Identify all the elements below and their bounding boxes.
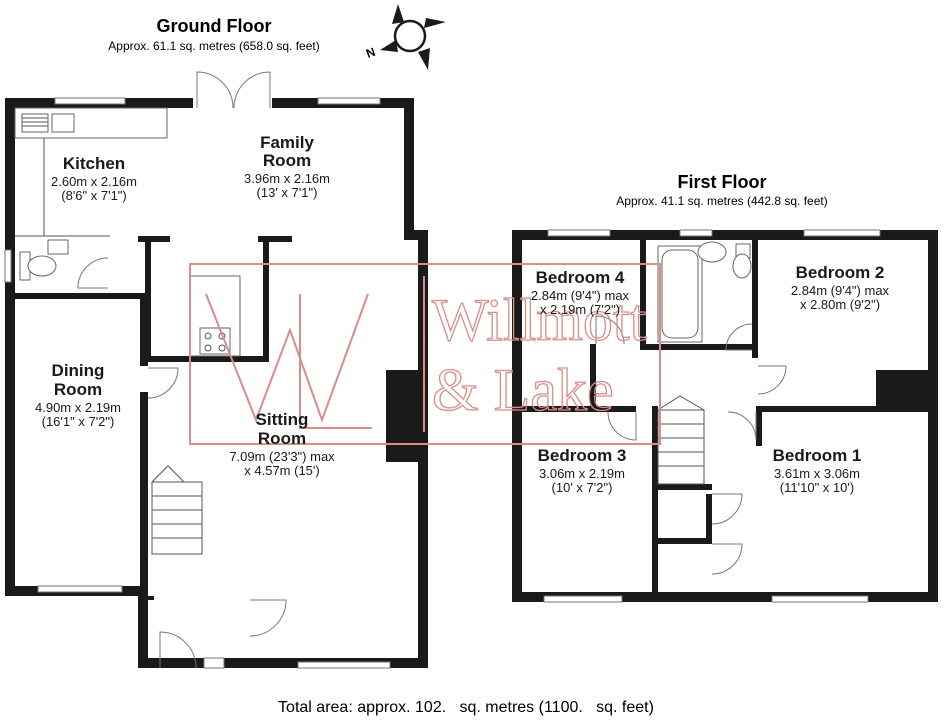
watermark-line2: & Lake (432, 357, 614, 423)
room-name: Bedroom 2 (796, 263, 885, 282)
watermark-logo: Willmott & Lake (189, 263, 661, 445)
ground-floor-title: Ground Floor (157, 16, 272, 36)
room-dimensions: (8'6" x 7'1") (61, 188, 127, 203)
room-name: Room (258, 429, 306, 448)
room-name: Room (54, 380, 102, 399)
room-dimensions: (11'10" x 10') (780, 480, 854, 495)
room-label-bedroom-2: Bedroom 2 2.84m (9'4") max x 2.80m (9'2"… (791, 263, 890, 312)
room-label-family-room: Family Room 3.96m x 2.16m (13' x 7'1") (244, 133, 330, 200)
room-name: Kitchen (63, 154, 125, 173)
room-name: Family (260, 133, 314, 152)
room-dimensions: x 2.80m (9'2") (800, 297, 880, 312)
room-name: Bedroom 3 (538, 446, 627, 465)
ground-floor-area: Approx. 61.1 sq. metres (658.0 sq. feet) (108, 39, 319, 53)
room-name: Sitting (256, 410, 309, 429)
room-dimensions: 2.84m (9'4") max (791, 283, 890, 298)
room-dimensions: (10' x 7'2") (552, 480, 613, 495)
room-label-bedroom-1: Bedroom 1 3.61m x 3.06m (11'10" x 10') (773, 446, 862, 495)
total-area: Total area: approx. 102. sq. metres (110… (278, 699, 654, 716)
first-floor-area: Approx. 41.1 sq. metres (442.8 sq. feet) (616, 194, 827, 208)
room-dimensions: 4.90m x 2.19m (35, 400, 121, 415)
room-name: Dining (52, 361, 105, 380)
room-dimensions: 3.06m x 2.19m (539, 466, 625, 481)
first-floor-title: First Floor (678, 172, 767, 192)
room-name: Bedroom 1 (773, 446, 862, 465)
room-dimensions: 2.60m x 2.16m (51, 174, 137, 189)
room-label-sitting-room: Sitting Room 7.09m (23'3") max x 4.57m (… (229, 410, 335, 478)
room-dimensions: 7.09m (23'3") max (229, 449, 335, 464)
first-floor-walls (512, 230, 938, 602)
room-dimensions: 3.96m x 2.16m (244, 171, 330, 186)
kitchen-fixtures (14, 107, 241, 357)
room-dimensions: 3.61m x 3.06m (774, 466, 860, 481)
watermark-line1: Willmott (432, 287, 647, 353)
room-label-dining-room: Dining Room 4.90m x 2.19m (16'1" x 7'2") (35, 361, 121, 429)
room-dimensions: 2.84m (9'4") max (531, 288, 630, 303)
first-floor-openings (543, 229, 881, 603)
compass: N (364, 4, 446, 70)
room-name: Bedroom 4 (536, 268, 625, 287)
room-dimensions: (16'1" x 7'2") (42, 414, 115, 429)
compass-north-label: N (364, 45, 377, 61)
room-dimensions: x 4.57m (15') (244, 463, 319, 478)
ground-floor-openings (4, 71, 391, 669)
room-label-bedroom-3: Bedroom 3 3.06m x 2.19m (10' x 7'2") (538, 446, 627, 495)
room-label-kitchen: Kitchen 2.60m x 2.16m (8'6" x 7'1") (51, 154, 137, 203)
room-dimensions: x 2.19m (7'2") (540, 302, 620, 317)
room-dimensions: (13' x 7'1") (257, 185, 318, 200)
room-label-bedroom-4: Bedroom 4 2.84m (9'4") max x 2.19m (7'2"… (531, 268, 630, 317)
room-name: Room (263, 151, 311, 170)
